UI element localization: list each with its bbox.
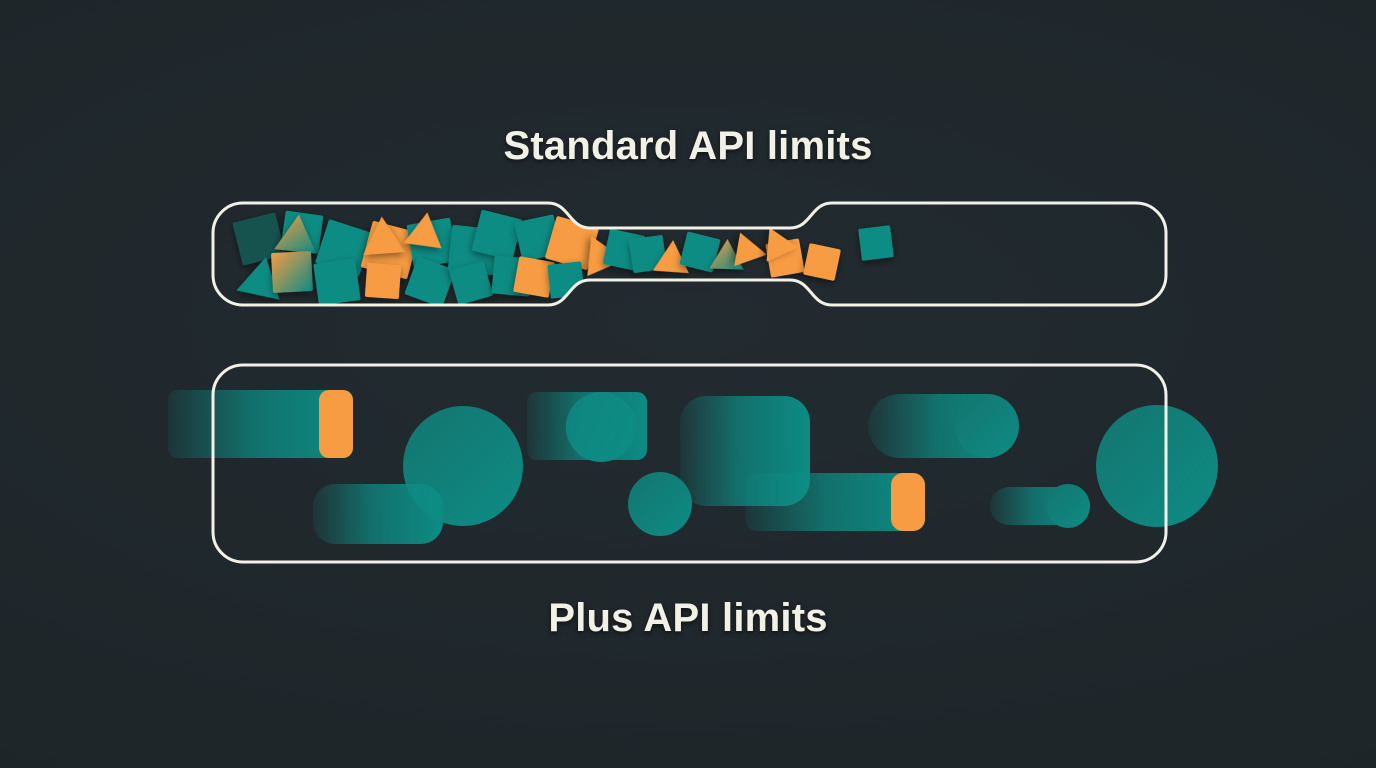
standard-particle-triangle <box>236 257 280 300</box>
plus-bar-limit-cap <box>319 390 353 458</box>
standard-particle-triangle <box>766 227 798 262</box>
standard-particle-square <box>232 212 286 266</box>
standard-particle-square <box>471 209 523 261</box>
standard-particle-triangle <box>709 239 744 270</box>
standard-particle-triangle <box>652 240 689 274</box>
plus-throughput-bar <box>168 390 353 458</box>
standard-particle-triangle <box>734 232 767 267</box>
standard-particle-square <box>313 258 361 305</box>
plus-throughput-bar <box>745 473 925 531</box>
standard-particle-square <box>803 243 841 281</box>
standard-particle-triangle <box>363 216 406 255</box>
standard-particle-square <box>404 256 456 305</box>
standard-particle-square <box>513 256 555 298</box>
plus-throughput-circle <box>955 394 1019 458</box>
plus-shape-cluster <box>168 390 1218 544</box>
standard-particle-square <box>271 251 313 293</box>
plus-bar-limit-cap <box>891 473 925 531</box>
standard-particle-square <box>545 216 599 270</box>
plus-throughput-bar <box>313 484 443 544</box>
plus-throughput-bar <box>527 392 647 460</box>
standard-particle-square <box>858 225 894 261</box>
standard-limits-container <box>211 201 1168 307</box>
standard-particle-square <box>449 261 493 305</box>
plus-limits-container <box>211 363 1168 564</box>
plus-throughput-circle <box>1096 405 1218 527</box>
plus-throughput-circle <box>1046 484 1090 528</box>
plus-limits-title: Plus API limits <box>548 596 828 640</box>
standard-particle-square <box>547 261 585 299</box>
standard-particle-square <box>679 231 721 273</box>
standard-particle-square <box>364 262 402 300</box>
standard-particle-triangle <box>274 214 316 254</box>
standard-shape-cluster <box>232 209 894 305</box>
plus-throughput-circle <box>628 472 692 536</box>
standard-particle-triangle <box>403 212 442 249</box>
standard-limits-title: Standard API limits <box>503 124 873 168</box>
standard-particle-square <box>629 235 667 273</box>
